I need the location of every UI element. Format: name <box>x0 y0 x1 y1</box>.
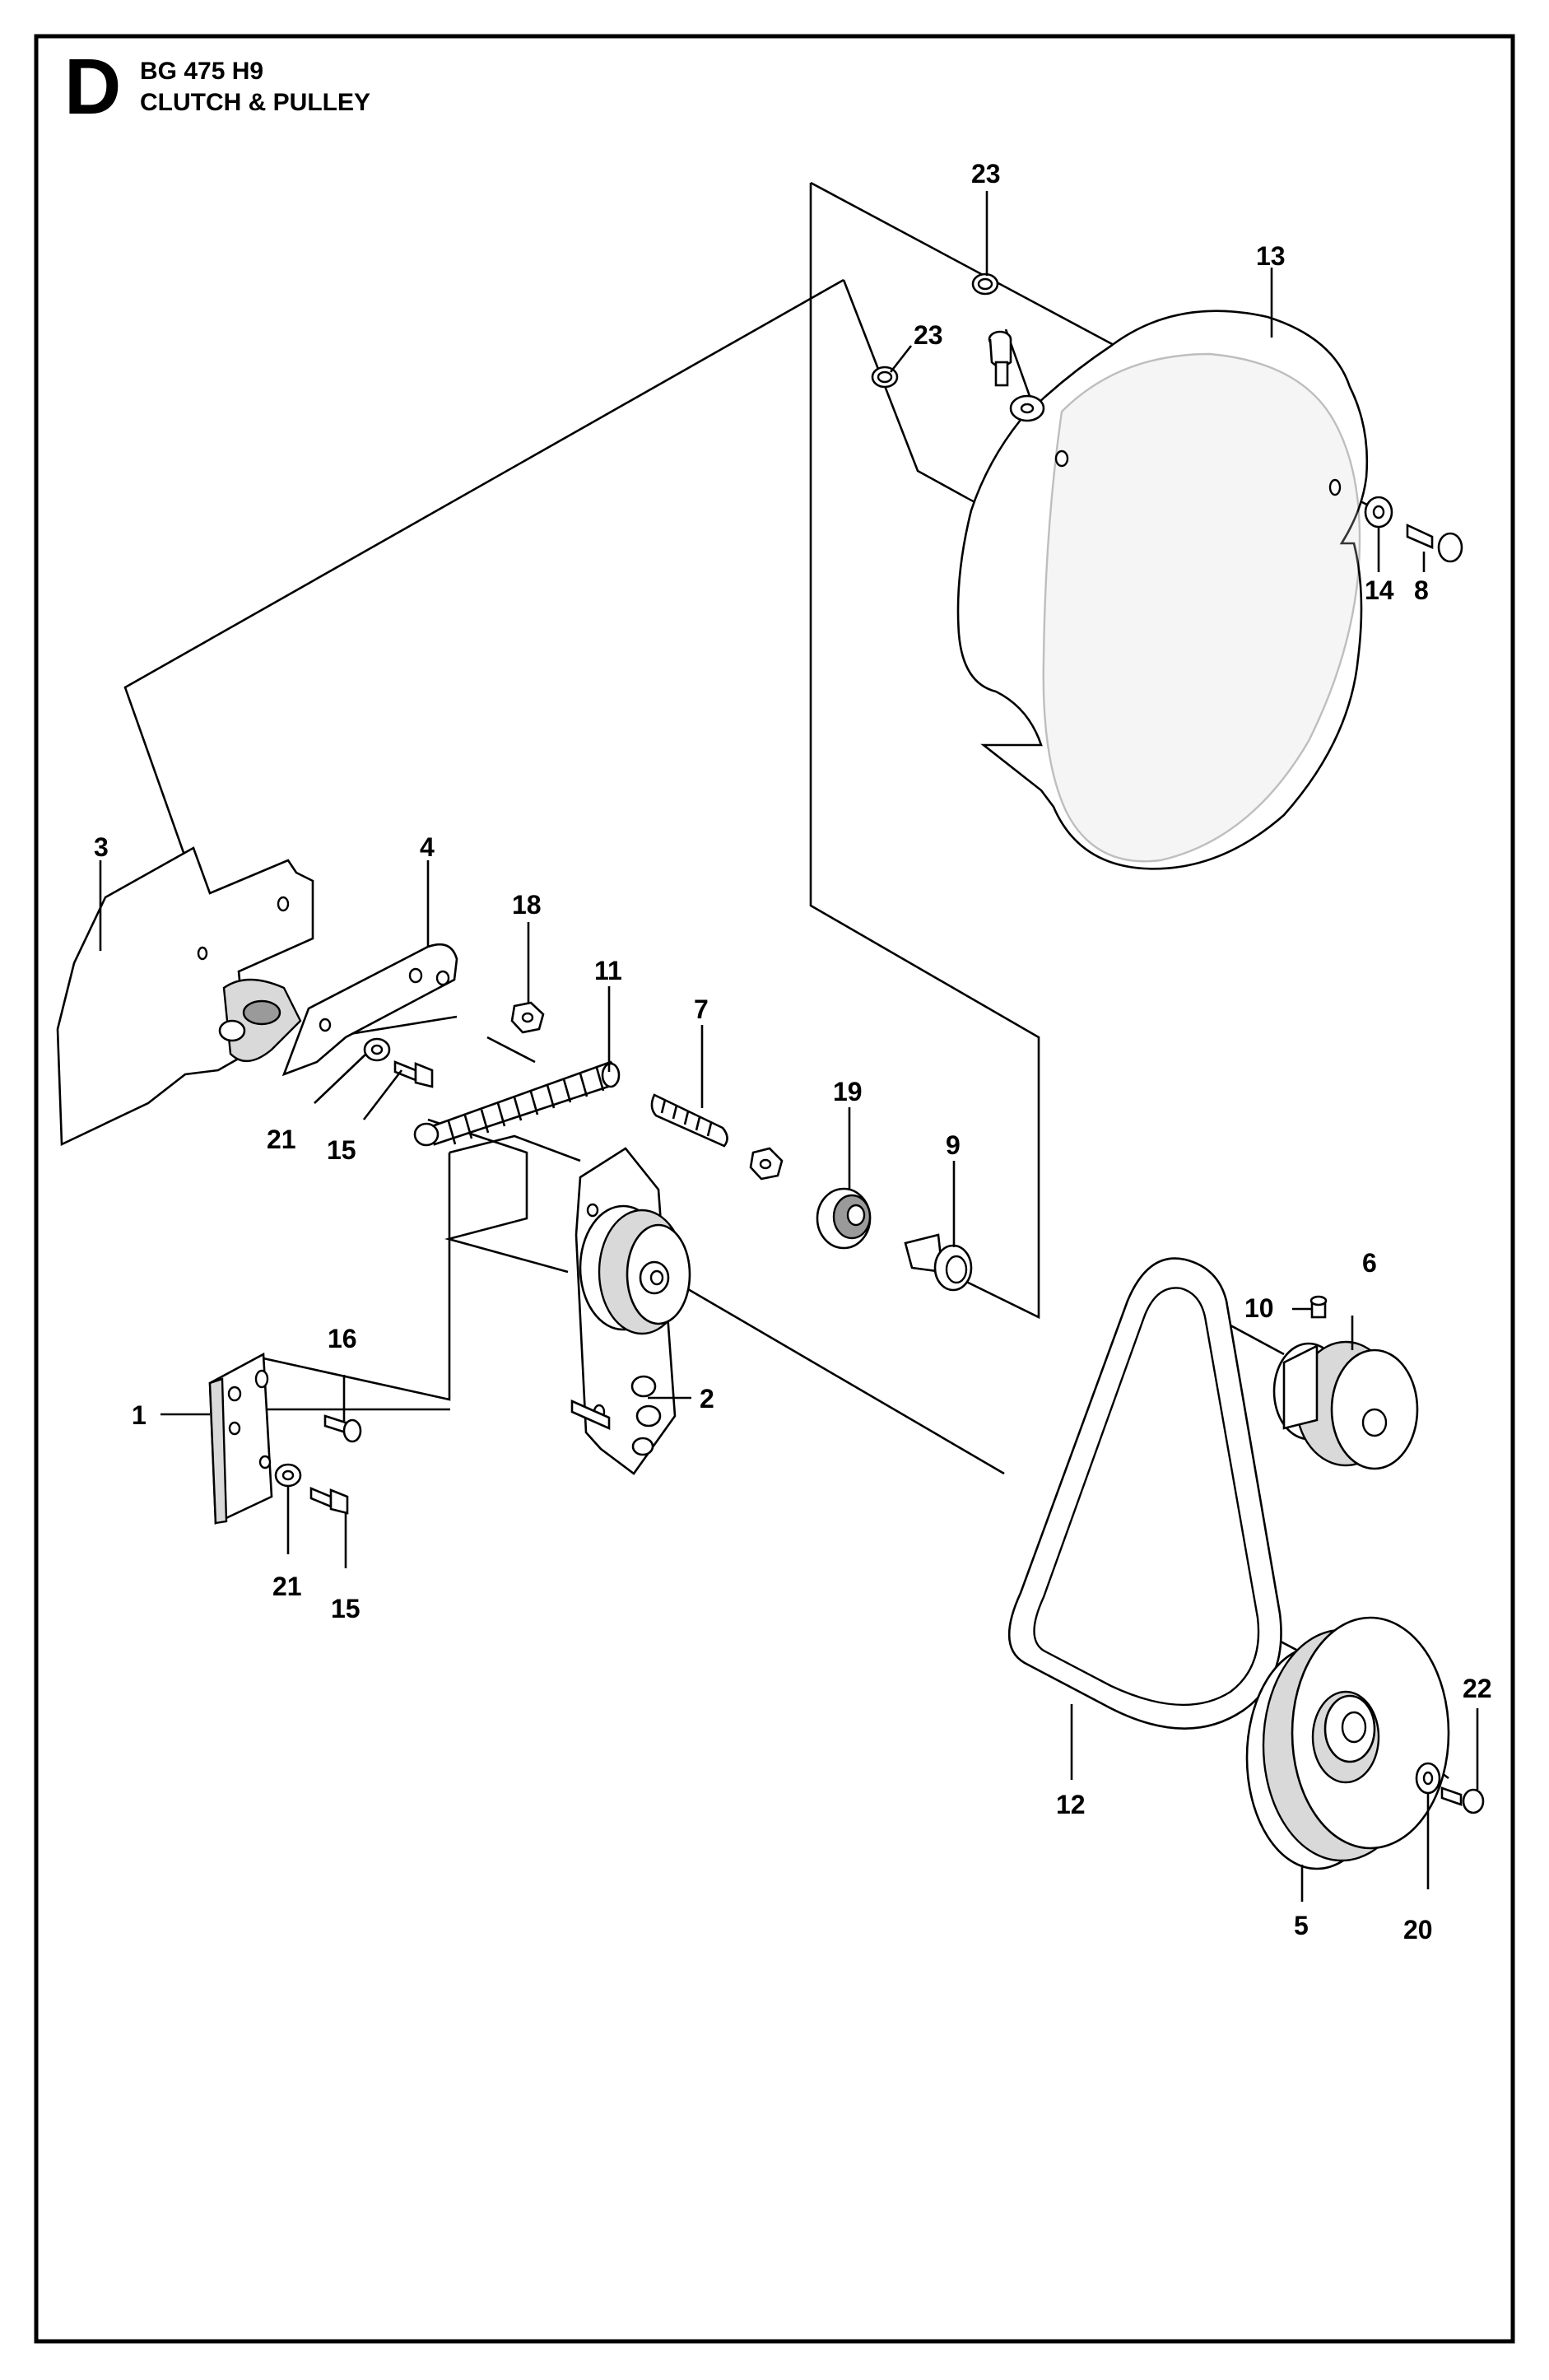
driven-pulley <box>1245 1616 1450 1870</box>
side-bolt <box>1406 523 1463 563</box>
callout-22: 22 <box>1463 1674 1492 1703</box>
callout-11: 11 <box>594 956 622 985</box>
callout-10: 10 <box>1244 1293 1274 1323</box>
plate-screw <box>323 1414 362 1443</box>
callout-2: 2 <box>700 1384 714 1414</box>
bearing <box>816 1187 872 1250</box>
plate-washer <box>274 1463 302 1488</box>
callout-15-upper: 15 <box>327 1135 356 1165</box>
retaining-clip-upper <box>971 272 999 296</box>
callout-12: 12 <box>1056 1790 1086 1819</box>
idler-pulley <box>579 1204 691 1335</box>
mounting-plate <box>208 1352 273 1525</box>
model-label: BG 475 H9 <box>140 58 263 85</box>
lever-washer <box>363 1037 391 1062</box>
callout-numbers: 23 23 13 14 8 3 4 18 11 7 19 9 21 15 6 1… <box>94 159 1492 1945</box>
leader-lines <box>99 191 1479 1902</box>
side-washer <box>1364 496 1393 529</box>
tension-lever <box>281 943 458 1077</box>
callout-21-lower: 21 <box>272 1572 302 1601</box>
callout-14: 14 <box>1365 575 1394 605</box>
callout-4: 4 <box>420 832 435 862</box>
v-belt <box>1007 1257 1282 1730</box>
callout-13: 13 <box>1256 241 1286 271</box>
callout-15-lower: 15 <box>331 1594 361 1623</box>
plate-bolt <box>309 1487 349 1515</box>
spacer-bushing <box>904 1233 973 1292</box>
callout-6: 6 <box>1362 1248 1377 1278</box>
belt-guard-cover <box>956 310 1369 870</box>
engine-pulley <box>1272 1340 1419 1470</box>
callout-3: 3 <box>94 832 109 862</box>
page-border <box>34 34 1515 2344</box>
pulley-washer <box>1415 1762 1441 1795</box>
callout-20: 20 <box>1403 1915 1433 1945</box>
callout-23-lower: 23 <box>914 320 943 350</box>
callout-9: 9 <box>946 1130 961 1160</box>
callout-7: 7 <box>694 994 709 1024</box>
bracket-plate <box>56 846 314 1147</box>
diagram-title: CLUTCH & PULLEY <box>140 89 370 116</box>
tension-spring <box>413 1060 621 1147</box>
callout-8: 8 <box>1414 575 1429 605</box>
callout-23-upper: 23 <box>971 159 1001 189</box>
cover-screw <box>988 330 1045 422</box>
lever-bolt <box>393 1060 434 1088</box>
pulley-bolt <box>1440 1786 1485 1814</box>
set-screw <box>1309 1295 1328 1319</box>
callout-18: 18 <box>512 890 542 920</box>
section-letter: D <box>64 43 121 131</box>
callout-1: 1 <box>132 1400 147 1430</box>
callout-16: 16 <box>328 1324 357 1353</box>
hex-nut-rod <box>749 1147 784 1181</box>
retaining-clip-lower <box>871 366 899 389</box>
hex-nut-upper <box>510 1001 545 1034</box>
callout-19: 19 <box>833 1077 863 1106</box>
threaded-rod <box>650 1093 728 1148</box>
callout-5: 5 <box>1294 1911 1309 1940</box>
callout-21-upper: 21 <box>267 1125 296 1154</box>
